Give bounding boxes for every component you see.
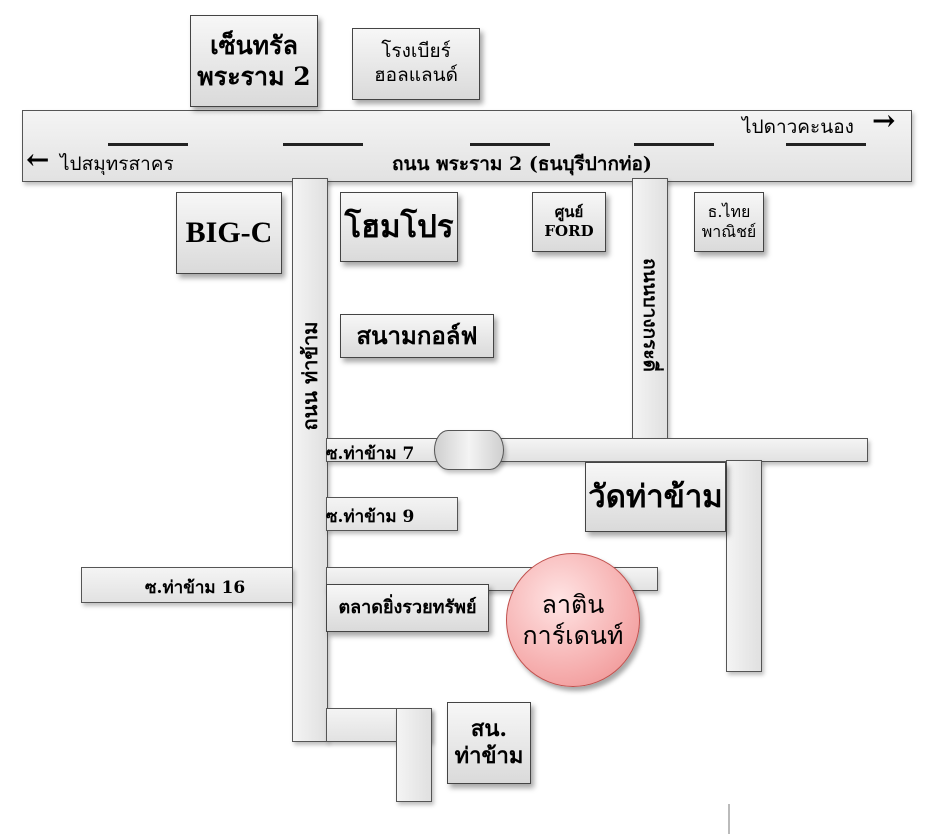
wat-tha-kham-label: วัดท่าข้าม [588,478,723,515]
lane-dash [283,143,363,146]
holland-beer-box: โรงเบียร์ ฮอลแลนด์ [352,28,480,100]
tha-kham-road [292,178,328,742]
wat-tha-kham-box: วัดท่าข้าม [585,462,726,532]
central-rama2-box: เซ็นทรัล พระราม 2 [190,15,318,107]
soi-7-label: ซ.ท่าข้าม 7 [326,444,415,464]
soi-7-road [326,438,868,462]
big-c-label: BIG-C [185,216,273,250]
tha-kham-road-label: ถนน ท่าข้าม [298,321,322,431]
latin-label-line1: ลาติน [541,589,605,619]
holland-label-line2: ฮอลแลนด์ [374,64,458,86]
latin-label-line2: การ์เดนท์ [522,621,624,650]
bang-kradi-road [632,178,668,440]
market-box: ตลาดยิ่งรวยทรัพย์ [326,584,489,632]
main-road-rama2 [22,110,912,182]
thai-bank-label-line2: พาณิชย์ [701,222,757,241]
central-label-line2: พระราม 2 [197,62,311,91]
golf-course-box: สนามกอล์ฟ [340,314,494,358]
soi-16-label: ซ.ท่าข้าม 16 [145,578,246,598]
bottom-road-vertical [396,708,432,802]
homepro-label: โฮมโปร [344,208,454,245]
right-arrow-icon: → [872,104,896,137]
left-arrow-icon: ← [26,143,50,176]
police-station-box: สน. ท่าข้าม [447,702,531,784]
big-c-box: BIG-C [176,192,282,274]
market-label: ตลาดยิ่งรวยทรัพย์ [338,596,477,618]
soi-9-road [326,497,458,531]
ford-center-box: ศูนย์ FORD [532,192,606,252]
lane-dash [786,143,866,146]
soi-9-label: ซ.ท่าข้าม 9 [326,507,415,527]
to-dao-khanong-label: ไปดาวคะนอง [742,116,854,138]
police-label-line1: สน. [470,715,508,742]
central-label-line1: เซ็นทรัล [210,30,298,60]
golf-course-label: สนามกอล์ฟ [356,321,478,350]
holland-label-line1: โรงเบียร์ [381,40,451,63]
divider-line [728,804,730,834]
thai-bank-label-line1: ธ.ไทย [707,202,751,221]
lane-dash [470,143,550,146]
lane-dash [108,143,188,146]
homepro-box: โฮมโปร [340,192,458,262]
wat-side-road [726,460,762,672]
thai-bank-box: ธ.ไทย พาณิชย์ [694,192,764,252]
latin-garden-destination: ลาติน การ์เดนท์ [506,553,640,687]
main-road-label: ถนน พระราม 2 (ธนบุรีปากท่อ) [392,153,652,175]
ford-label-line1: ศูนย์ [554,203,584,222]
bridge [434,430,504,470]
right-road-label: ถนนบางกระดี่ [639,258,661,372]
to-samut-sakhon-label: ไปสมุทรสาคร [60,153,174,175]
police-label-line2: ท่าข้าม [454,743,524,769]
ford-label-line2: FORD [544,222,594,240]
soi-16-road [81,567,293,603]
lane-dash [634,143,714,146]
